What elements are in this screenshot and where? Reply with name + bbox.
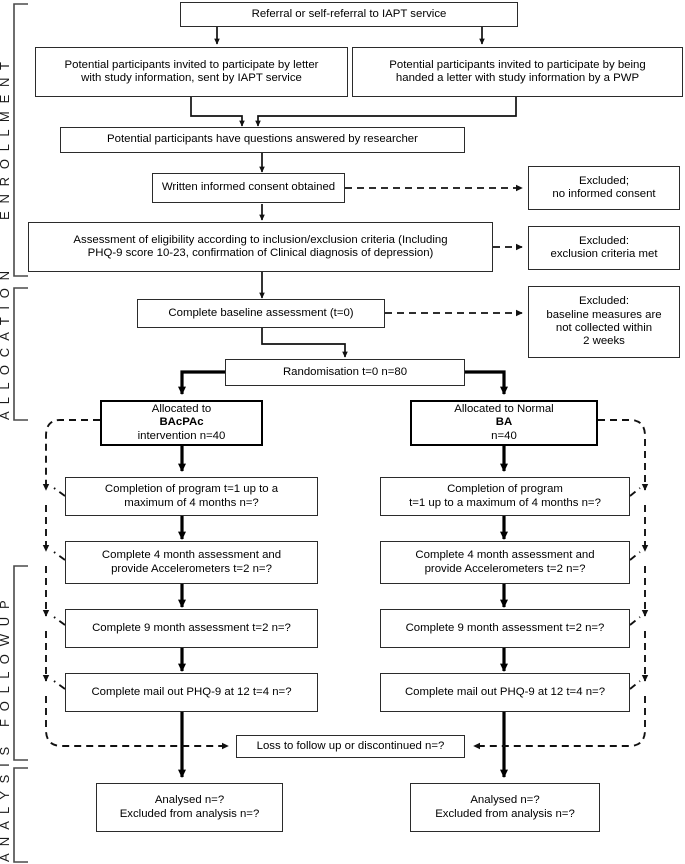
node-month4-assessment-right: Complete 4 month assessment and provide …	[380, 541, 630, 584]
node-excluded-criteria-line2: exclusion criteria met	[550, 248, 658, 260]
node-analysed-left-line1: Analysed n=?	[154, 794, 225, 807]
node-referral-text: Referral or self-referral to IAPT servic…	[251, 7, 447, 20]
node-eligibility-line1: Assessment of eligibility according to i…	[73, 233, 448, 246]
phase-label-followup: F O L L O W U P	[0, 598, 12, 728]
node-excluded-no-consent-line2: no informed consent	[552, 188, 656, 200]
node-completion-left-line1: Completion of program t=1 up to a	[104, 483, 279, 496]
node-invite-by-pwp-line1: Potential participants invited to partic…	[389, 58, 646, 71]
node-loss-to-followup-text: Loss to follow up or discontinued n=?	[256, 739, 445, 752]
node-mailout-phq9-left: Complete mail out PHQ-9 at 12 t=4 n=?	[65, 673, 318, 712]
node-completion-left-line2: maximum of 4 months n=?	[124, 496, 259, 509]
phase-label-allocation: A L L O C A T I O N	[0, 268, 12, 420]
node-excluded-baseline-line1: Excluded:	[578, 295, 630, 308]
node-completion-program-left: Completion of program t=1 up to a maximu…	[65, 477, 318, 516]
node-analysed-right-line2: Excluded from analysis n=?	[435, 807, 575, 820]
node-invite-by-letter: Potential participants invited to partic…	[35, 47, 348, 97]
node-invite-by-pwp-line2: handed a letter with study information b…	[395, 72, 640, 84]
node-eligibility-line2: PHQ-9 score 10-23, confirmation of Clini…	[87, 247, 434, 259]
node-allocated-bacpac-name: BAcPAc	[159, 416, 204, 429]
node-randomisation-text: Randomisation t=0 n=80	[282, 365, 408, 378]
node-month4-left-line1: Complete 4 month assessment and	[101, 549, 282, 562]
node-month9-right-text: Complete 9 month assessment t=2 n=?	[405, 621, 605, 634]
node-randomisation: Randomisation t=0 n=80	[225, 359, 465, 386]
node-analysed-left-line2: Excluded from analysis n=?	[119, 807, 260, 820]
node-month4-left-line2: provide Accelerometers t=2 n=?	[111, 562, 272, 575]
node-informed-consent-text: Written informed consent obtained	[161, 181, 336, 194]
node-excluded-baseline-line2: baseline measures are	[546, 308, 662, 321]
node-month4-right-line1: Complete 4 month assessment and	[415, 549, 595, 562]
node-informed-consent: Written informed consent obtained	[152, 173, 345, 203]
node-analysed-left: Analysed n=? Excluded from analysis n=?	[96, 783, 283, 832]
node-allocated-bacpac: Allocated to BAcPAc intervention n=40	[100, 400, 263, 446]
node-questions-answered: Potential participants have questions an…	[60, 127, 465, 153]
node-allocated-bacpac-line2: intervention n=40	[137, 429, 226, 442]
node-completion-right-line2: t=1 up to a maximum of 4 months n=?	[409, 496, 601, 509]
node-allocated-normal-ba-prefix: Allocated to Normal	[454, 402, 554, 415]
node-baseline-assessment-text: Complete baseline assessment (t=0)	[168, 306, 354, 319]
node-invite-by-letter-line1: Potential participants invited to partic…	[64, 58, 319, 71]
node-referral: Referral or self-referral to IAPT servic…	[180, 2, 518, 27]
node-excluded-baseline-timing: Excluded: baseline measures are not coll…	[528, 286, 680, 358]
node-loss-to-followup: Loss to follow up or discontinued n=?	[236, 735, 465, 758]
node-completion-program-right: Completion of program t=1 up to a maximu…	[380, 477, 630, 516]
node-completion-right-line1: Completion of program	[447, 483, 563, 496]
node-analysed-right-line1: Analysed n=?	[470, 794, 540, 807]
node-allocated-bacpac-prefix: Allocated to	[151, 402, 212, 415]
node-allocated-normal-ba: Allocated to Normal BA n=40	[410, 400, 598, 446]
node-excluded-criteria-line1: Excluded:	[578, 234, 629, 247]
node-mailout-phq9-right: Complete mail out PHQ-9 at 12 t=4 n=?	[380, 673, 630, 712]
node-excluded-criteria-met: Excluded: exclusion criteria met	[528, 226, 680, 270]
node-month4-right-line2: provide Accelerometers t=2 n=?	[424, 562, 586, 575]
node-excluded-no-consent-line1: Excluded;	[578, 174, 630, 187]
phase-label-enrollment: E N R O L L M E N T	[0, 59, 12, 221]
node-month9-assessment-left: Complete 9 month assessment t=2 n=?	[65, 609, 318, 648]
node-mailout-right-text: Complete mail out PHQ-9 at 12 t=4 n=?	[404, 685, 606, 698]
phase-label-analysis: A N A L Y S I S	[0, 744, 12, 862]
node-month9-left-text: Complete 9 month assessment t=2 n=?	[92, 621, 291, 634]
node-invite-by-pwp: Potential participants invited to partic…	[352, 47, 683, 97]
node-mailout-left-text: Complete mail out PHQ-9 at 12 t=4 n=?	[91, 685, 292, 698]
node-month9-assessment-right: Complete 9 month assessment t=2 n=?	[380, 609, 630, 648]
node-eligibility-assessment: Assessment of eligibility according to i…	[28, 222, 493, 272]
node-excluded-no-consent: Excluded; no informed consent	[528, 166, 680, 210]
node-allocated-normal-ba-line2: n=40	[491, 429, 517, 442]
node-excluded-baseline-line3: not collected within	[555, 322, 653, 334]
node-baseline-assessment: Complete baseline assessment (t=0)	[137, 299, 385, 328]
node-month4-assessment-left: Complete 4 month assessment and provide …	[65, 541, 318, 584]
node-allocated-normal-ba-name: BA	[495, 416, 513, 429]
node-questions-answered-text: Potential participants have questions an…	[107, 133, 418, 146]
node-invite-by-letter-line2: with study information, sent by IAPT ser…	[81, 72, 302, 84]
node-excluded-baseline-line4: 2 weeks	[583, 335, 625, 348]
node-analysed-right: Analysed n=? Excluded from analysis n=?	[410, 783, 600, 832]
